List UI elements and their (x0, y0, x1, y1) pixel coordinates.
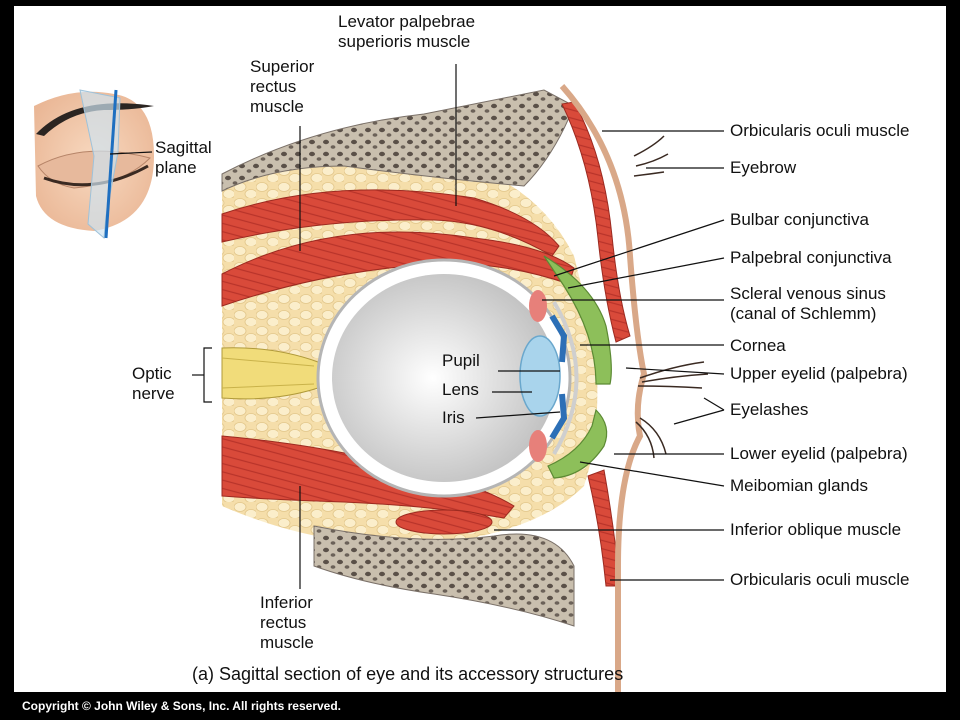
eyebrow-hairs (633, 135, 669, 177)
copyright-notice: Copyright © John Wiley & Sons, Inc. All … (22, 699, 342, 713)
label-cornea: Cornea (730, 336, 786, 355)
label-eyelashes: Eyelashes (730, 400, 809, 419)
label-orbicularis-oculi-top: Orbicularis oculi muscle (730, 121, 910, 140)
lower-eyelid-shape (547, 408, 608, 479)
orbicularis-oculi-upper (561, 101, 631, 343)
lens-shape (519, 335, 561, 417)
label-orbicularis-oculi-bottom: Orbicularis oculi muscle (730, 570, 910, 589)
figure-caption: (a) Sagittal section of eye and its acce… (192, 664, 624, 684)
upper-orbital-bone (221, 89, 575, 192)
inset-face (34, 89, 154, 240)
label-lower-eyelid: Lower eyelid (palpebra) (730, 444, 908, 463)
label-upper-eyelid: Upper eyelid (palpebra) (730, 364, 908, 383)
eyelashes-upper (637, 361, 709, 389)
label-pupil: Pupil (442, 351, 480, 370)
skin-outline (559, 84, 648, 692)
label-scleral-venous-sinus: Scleral venous sinus(canal of Schlemm) (730, 284, 886, 323)
lower-orbital-bone (313, 525, 575, 627)
label-eyebrow: Eyebrow (730, 158, 797, 177)
label-palpebral-conjunctiva: Palpebral conjunctiva (730, 248, 892, 267)
label-bulbar-conjunctiva: Bulbar conjunctiva (730, 210, 869, 229)
leader-lines (192, 64, 725, 589)
label-meibomian-glands: Meibomian glands (730, 476, 868, 495)
inset-plane-line (104, 89, 118, 239)
iris-shape (549, 314, 568, 440)
inset-sagittal-plane (79, 89, 121, 240)
upper-eyelid-shape (543, 255, 612, 385)
cornea-shape (552, 300, 579, 456)
orbit-section (221, 84, 709, 692)
label-iris: Iris (442, 408, 465, 427)
label-lens: Lens (442, 380, 479, 399)
inferior-oblique-muscle (395, 509, 493, 535)
eye-section-diagram (34, 64, 725, 692)
label-inferior-oblique: Inferior oblique muscle (730, 520, 902, 539)
levator-muscle (221, 189, 560, 257)
